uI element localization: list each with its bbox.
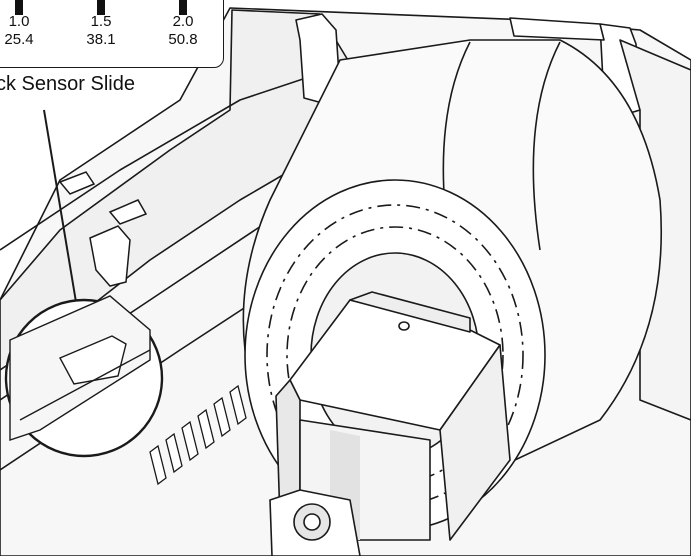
holder-flap <box>349 291 471 333</box>
sensor-slide-label: ck Sensor Slide <box>0 73 135 95</box>
detail-magnifier <box>4 109 164 458</box>
ruler-mm-label: 25.4 <box>4 31 34 48</box>
end-cap-center <box>303 513 321 531</box>
ruler-tick <box>179 0 187 15</box>
top-bar <box>509 17 605 41</box>
roll-seam-2 <box>532 41 561 251</box>
ruler-mm-label: 50.8 <box>168 31 198 48</box>
roll-holder <box>269 291 511 556</box>
ruler-callout: 1.0 1.5 2.0 25.4 38.1 50.8 ck Sensor Sli… <box>0 0 228 110</box>
ruler-tick <box>97 0 105 15</box>
vent-slots <box>149 384 247 486</box>
sensor-slide-tab <box>58 171 148 287</box>
ruler-inch-label: 1.5 <box>90 13 112 30</box>
roll-dash-outer <box>266 204 524 506</box>
ruler-mm-label: 38.1 <box>86 31 116 48</box>
holder-right-side <box>439 344 511 541</box>
leader-line <box>43 109 77 303</box>
magnifier-edge <box>19 349 151 421</box>
ruler-inch-label: 1.0 <box>8 13 30 30</box>
holder-hole <box>398 321 410 331</box>
ruler-tick <box>15 0 23 15</box>
ruler-inch-label: 2.0 <box>172 13 194 30</box>
